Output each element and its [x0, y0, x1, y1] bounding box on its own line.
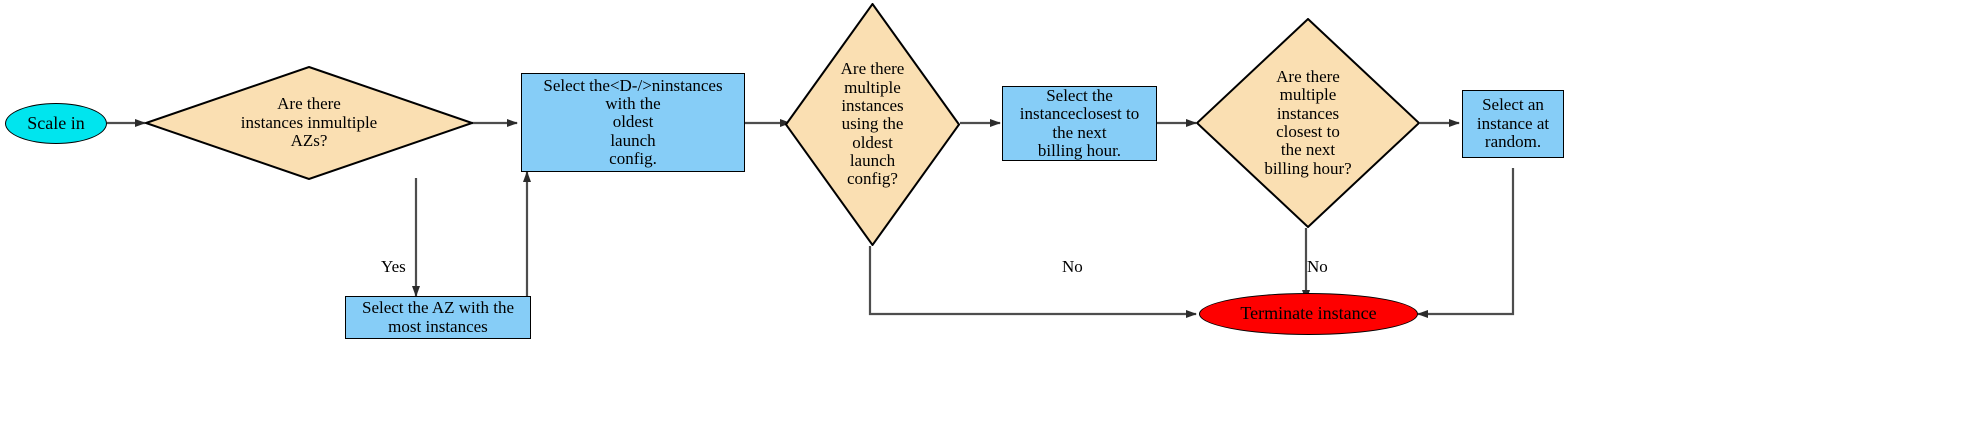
node-multiple-closest-billing[interactable]: Are there multiple instances closest to … — [1196, 18, 1420, 228]
node-closest-billing-hour-label: Select the instanceclosest to the next b… — [1019, 85, 1140, 160]
edge-label-no-oldest-config: No — [1062, 257, 1083, 276]
edge-label-no-closest-billing: No — [1307, 257, 1328, 276]
node-oldest-launch-config[interactable]: Select the<D-/>ninstances with the oldes… — [521, 73, 745, 172]
decision-shape — [785, 3, 960, 246]
node-multiple-azs-label: Are there instances inmultiple AZs? — [240, 94, 378, 151]
node-terminate-instance-label: Terminate instance — [1240, 303, 1377, 324]
node-terminate-instance[interactable]: Terminate instance — [1199, 293, 1418, 335]
edge-label-yes-multiple-azs: Yes — [381, 257, 406, 276]
node-select-random[interactable]: Select an instance at random. — [1462, 90, 1564, 158]
node-closest-billing-hour[interactable]: Select the instanceclosest to the next b… — [1002, 86, 1157, 161]
node-multiple-closest-billing-label: Are there multiple instances closest to … — [1264, 66, 1352, 178]
edge-multiple-oldest-no-to-terminate — [868, 246, 1197, 318]
node-multiple-oldest-config[interactable]: Are there multiple instances using the o… — [785, 3, 960, 246]
node-select-az[interactable]: Select the AZ with the most instances — [345, 296, 531, 339]
edge-random-to-terminate — [1417, 168, 1515, 318]
node-scale-in[interactable]: Scale in — [5, 103, 107, 144]
decision-shape — [145, 66, 473, 180]
node-select-random-label: Select an instance at random. — [1476, 95, 1550, 152]
node-scale-in-label: Scale in — [27, 112, 85, 133]
node-select-az-label: Select the AZ with the most instances — [361, 298, 515, 336]
decision-shape — [1196, 18, 1420, 228]
node-multiple-oldest-config-label: Are there multiple instances using the o… — [840, 59, 905, 189]
node-multiple-azs[interactable]: Are there instances inmultiple AZs? — [145, 66, 473, 180]
node-oldest-launch-config-label: Select the<D-/>ninstances with the oldes… — [543, 75, 723, 169]
